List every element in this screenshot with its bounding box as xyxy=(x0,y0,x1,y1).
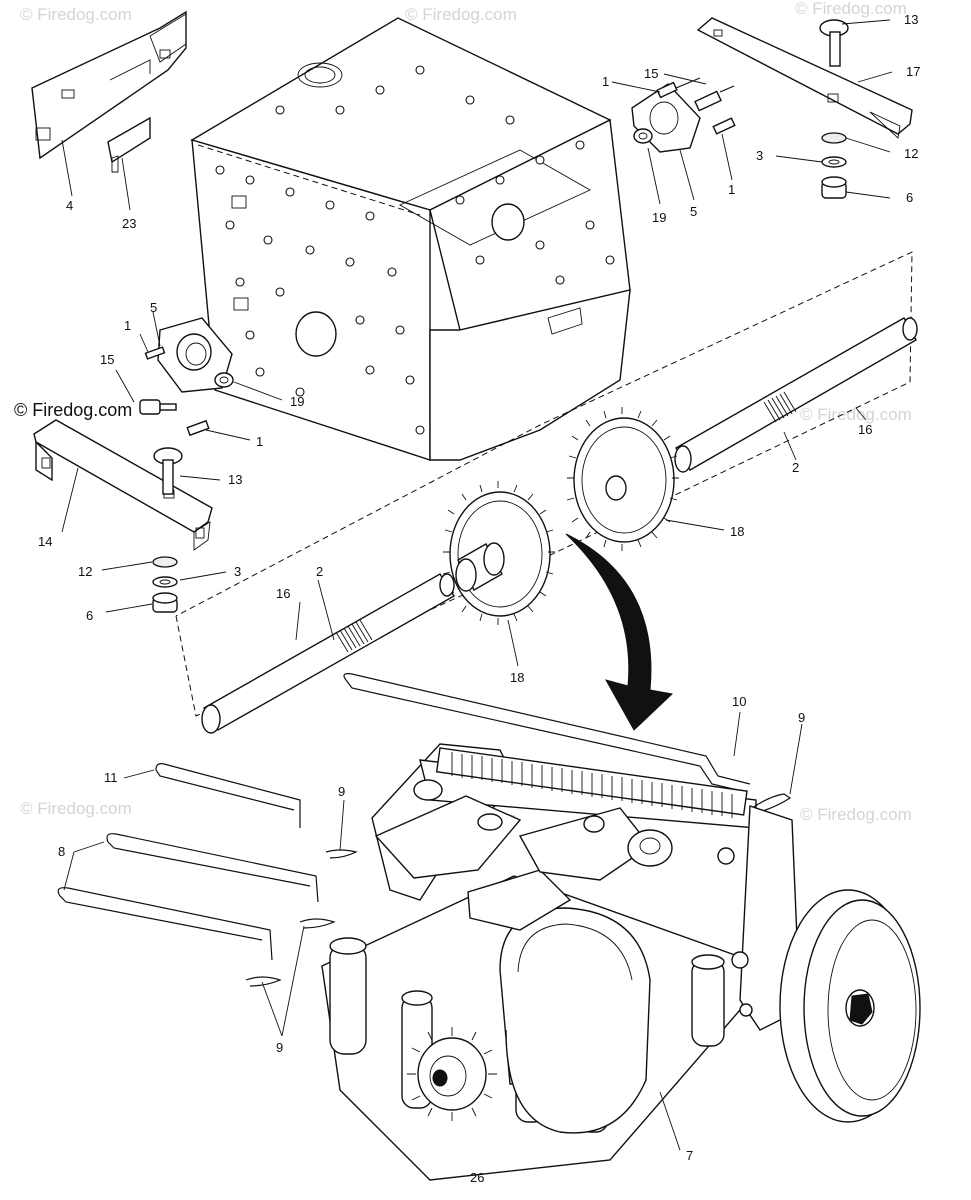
callout-13-left: 13 xyxy=(228,472,242,487)
callout-19-upper: 19 xyxy=(652,210,666,225)
auger-envelope xyxy=(175,251,913,717)
callout-2-lower: 2 xyxy=(316,564,323,579)
callout-11: 11 xyxy=(104,770,118,785)
shaft-upper-right xyxy=(674,317,918,473)
watermark-top-right: © Firedog.com xyxy=(795,0,907,18)
rods-left xyxy=(57,763,319,961)
callout-7: 7 xyxy=(686,1148,693,1163)
callout-18-upper: 18 xyxy=(730,524,744,539)
shaft-lower-left xyxy=(201,573,455,734)
watermark-dark: © Firedog.com xyxy=(14,400,132,420)
callout-16-lower: 16 xyxy=(276,586,290,601)
spring xyxy=(435,747,748,818)
callout-1-left-b: 1 xyxy=(256,434,263,449)
watermark-low-right: © Firedog.com xyxy=(800,805,912,824)
gear-lower-left xyxy=(442,481,555,625)
callout-3-left: 3 xyxy=(234,564,241,579)
callout-10: 10 xyxy=(732,694,746,709)
cotter-pin-upper xyxy=(751,793,792,813)
shaft-thread-upper xyxy=(763,391,797,423)
watermark-mid-right: © Firedog.com xyxy=(800,405,912,424)
shaft-thread-lower xyxy=(335,619,373,653)
callout-9-upper: 9 xyxy=(798,710,805,725)
leader-lines xyxy=(61,19,893,1151)
gear-upper-right xyxy=(566,407,679,551)
pulley xyxy=(779,889,921,1123)
callout-15-upper: 15 xyxy=(644,66,658,81)
callout-9-lower: 9 xyxy=(276,1040,283,1055)
strap-group-left xyxy=(33,419,213,613)
callout-17: 17 xyxy=(906,64,920,79)
housing-holes xyxy=(215,65,615,435)
auger-housing xyxy=(190,17,631,461)
cotter-pin-mid xyxy=(325,849,358,859)
watermark-top-left: © Firedog.com xyxy=(20,5,132,24)
strap-group-upper xyxy=(696,17,913,199)
callout-19-left: 19 xyxy=(290,394,304,409)
part-23-clip xyxy=(107,116,151,173)
callout-14: 14 xyxy=(38,534,52,549)
callout-1-left: 1 xyxy=(124,318,131,333)
callout-1-upper: 1 xyxy=(602,74,609,89)
watermark-low-left: © Firedog.com xyxy=(20,799,132,818)
callouts: 4 23 1 15 1 5 19 13 17 12 3 6 1 5 15 19 … xyxy=(38,12,920,1163)
callout-16-upper: 16 xyxy=(858,422,872,437)
callout-8: 8 xyxy=(58,844,65,859)
bearing-group-left xyxy=(139,317,234,437)
part-4-bracket xyxy=(31,10,187,160)
callout-13-upper: 13 xyxy=(904,12,918,27)
callout-23: 23 xyxy=(122,216,136,231)
cotter-pin-left-1 xyxy=(299,918,336,929)
callout-6-upper: 6 xyxy=(906,190,913,205)
cotter-pin-left-2 xyxy=(245,976,282,987)
rotation-arrow xyxy=(565,533,674,731)
input-gear xyxy=(407,1027,497,1121)
callout-15-left: 15 xyxy=(100,352,114,367)
rod-10 xyxy=(343,673,751,785)
callout-2-upper: 2 xyxy=(792,460,799,475)
callout-18-lower: 18 xyxy=(510,670,524,685)
callout-12-upper: 12 xyxy=(904,146,918,161)
watermark-top-center: © Firedog.com xyxy=(405,5,517,24)
callout-1-upper-b: 1 xyxy=(728,182,735,197)
gearbox-assembly xyxy=(57,673,801,1181)
callout-3-upper: 3 xyxy=(756,148,763,163)
page-number: 26 xyxy=(470,1170,484,1185)
callout-6-left: 6 xyxy=(86,608,93,623)
callout-12-left: 12 xyxy=(78,564,92,579)
callout-4: 4 xyxy=(66,198,73,213)
callout-9-mid: 9 xyxy=(338,784,345,799)
callout-5-upper: 5 xyxy=(690,204,697,219)
bearing-group-upper xyxy=(631,77,736,153)
callout-5-left: 5 xyxy=(150,300,157,315)
